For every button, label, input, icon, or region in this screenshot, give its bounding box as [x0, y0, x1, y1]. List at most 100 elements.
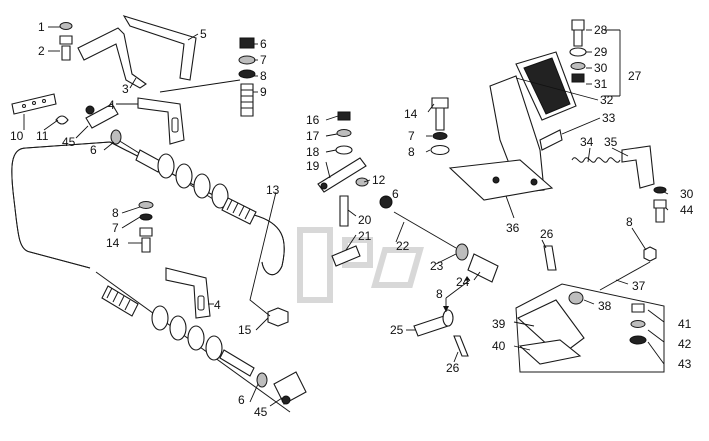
callout-23: 23 — [430, 259, 444, 273]
callout-6b: 6 — [90, 143, 97, 157]
nut-part — [239, 37, 255, 49]
callout-16: 16 — [306, 113, 320, 127]
callout-7a: 7 — [260, 53, 267, 67]
nut-part — [571, 73, 585, 83]
nut-part — [631, 303, 645, 313]
callout-25: 25 — [390, 323, 404, 337]
callout-14a: 14 — [404, 107, 418, 121]
threaded-part — [221, 197, 257, 225]
bracket-part — [77, 27, 147, 89]
callout-10: 10 — [10, 129, 24, 143]
threaded-part — [101, 285, 139, 317]
washer-part — [629, 335, 647, 345]
washer-part — [238, 55, 256, 65]
clevis-part — [467, 253, 499, 283]
nut-part — [337, 111, 351, 121]
washer-part — [442, 309, 454, 327]
callout-6d: 6 — [238, 393, 245, 407]
callout-labels: 1 2 3 4 4 5 6 6 6 6 7 7 7 8 8 8 8 8 9 10… — [10, 20, 694, 419]
callout-20: 20 — [358, 213, 372, 227]
callout-26a: 26 — [540, 227, 554, 241]
callout-36: 36 — [506, 221, 520, 235]
gasket-part — [518, 339, 582, 365]
callout-43: 43 — [678, 357, 692, 371]
bracket-part — [621, 145, 655, 189]
washer-part — [205, 335, 223, 361]
arrowheads — [443, 276, 470, 312]
sleeve-part — [219, 349, 255, 377]
pin-part — [339, 195, 349, 227]
washer-part — [211, 183, 229, 209]
washer-part — [432, 132, 448, 140]
callout-13: 13 — [266, 183, 280, 197]
washer-part — [653, 186, 667, 194]
link-part — [331, 245, 361, 267]
callout-22: 22 — [396, 239, 410, 253]
base-plate-part — [448, 159, 554, 201]
sleeve-part — [135, 149, 163, 173]
pin-part — [543, 245, 557, 271]
nut-part — [267, 307, 289, 327]
callout-2: 2 — [38, 44, 45, 58]
top-left-bracket-group — [11, 15, 256, 145]
callout-39: 39 — [492, 317, 506, 331]
callout-41: 41 — [678, 317, 692, 331]
callout-14b: 14 — [106, 236, 120, 250]
washer-part — [187, 325, 205, 351]
bracket-part — [122, 15, 197, 81]
pedal-arm-part — [489, 75, 545, 193]
callout-18: 18 — [306, 145, 320, 159]
bolt-part — [573, 29, 583, 47]
nut-part — [653, 199, 667, 209]
link-part — [539, 129, 563, 151]
lower-cable-assembly — [95, 201, 307, 413]
callout-35: 35 — [604, 135, 618, 149]
callout-37: 37 — [632, 279, 646, 293]
center-lever-group — [317, 97, 499, 357]
upper-cable-assembly — [110, 129, 257, 225]
cable-end-part — [85, 103, 119, 129]
callout-6a: 6 — [260, 37, 267, 51]
callout-31: 31 — [594, 77, 608, 91]
callout-30a: 30 — [594, 61, 608, 75]
callout-45b: 45 — [254, 405, 268, 419]
clip-part — [55, 115, 69, 125]
callout-28: 28 — [594, 23, 608, 37]
washer-part — [630, 320, 646, 328]
washer-part — [157, 153, 175, 179]
bolt-part — [61, 45, 71, 61]
callout-8b: 8 — [112, 206, 119, 220]
lever-part — [317, 157, 367, 193]
callout-29: 29 — [594, 45, 608, 59]
callout-4a: 4 — [108, 98, 115, 112]
callout-4b: 4 — [214, 298, 221, 312]
washer-part — [238, 69, 256, 79]
cable-end-part — [273, 371, 307, 405]
callout-9: 9 — [260, 85, 267, 99]
callout-21: 21 — [358, 229, 372, 243]
bolt-part — [141, 237, 151, 253]
washer-part — [569, 47, 587, 57]
washer-part — [568, 291, 584, 305]
cable-loop — [11, 141, 285, 276]
leader-lines — [23, 26, 669, 407]
washer-part — [336, 129, 352, 137]
callout-44: 44 — [680, 203, 694, 217]
callout-1: 1 — [38, 20, 45, 34]
callout-45a: 45 — [62, 135, 76, 149]
callout-38: 38 — [598, 299, 612, 313]
washer-part — [193, 173, 211, 199]
callout-8c: 8 — [408, 145, 415, 159]
callout-7c: 7 — [408, 129, 415, 143]
cotter-pin-part — [453, 335, 469, 357]
callout-26b: 26 — [446, 361, 460, 375]
bolt-part — [655, 207, 665, 223]
callout-17: 17 — [306, 129, 320, 143]
bracket-part — [165, 267, 211, 319]
shaft-box-group — [515, 245, 665, 373]
washer-part — [151, 305, 169, 331]
washer-part — [355, 177, 369, 187]
callout-40: 40 — [492, 339, 506, 353]
washer-part — [138, 201, 154, 209]
callout-12: 12 — [372, 173, 386, 187]
